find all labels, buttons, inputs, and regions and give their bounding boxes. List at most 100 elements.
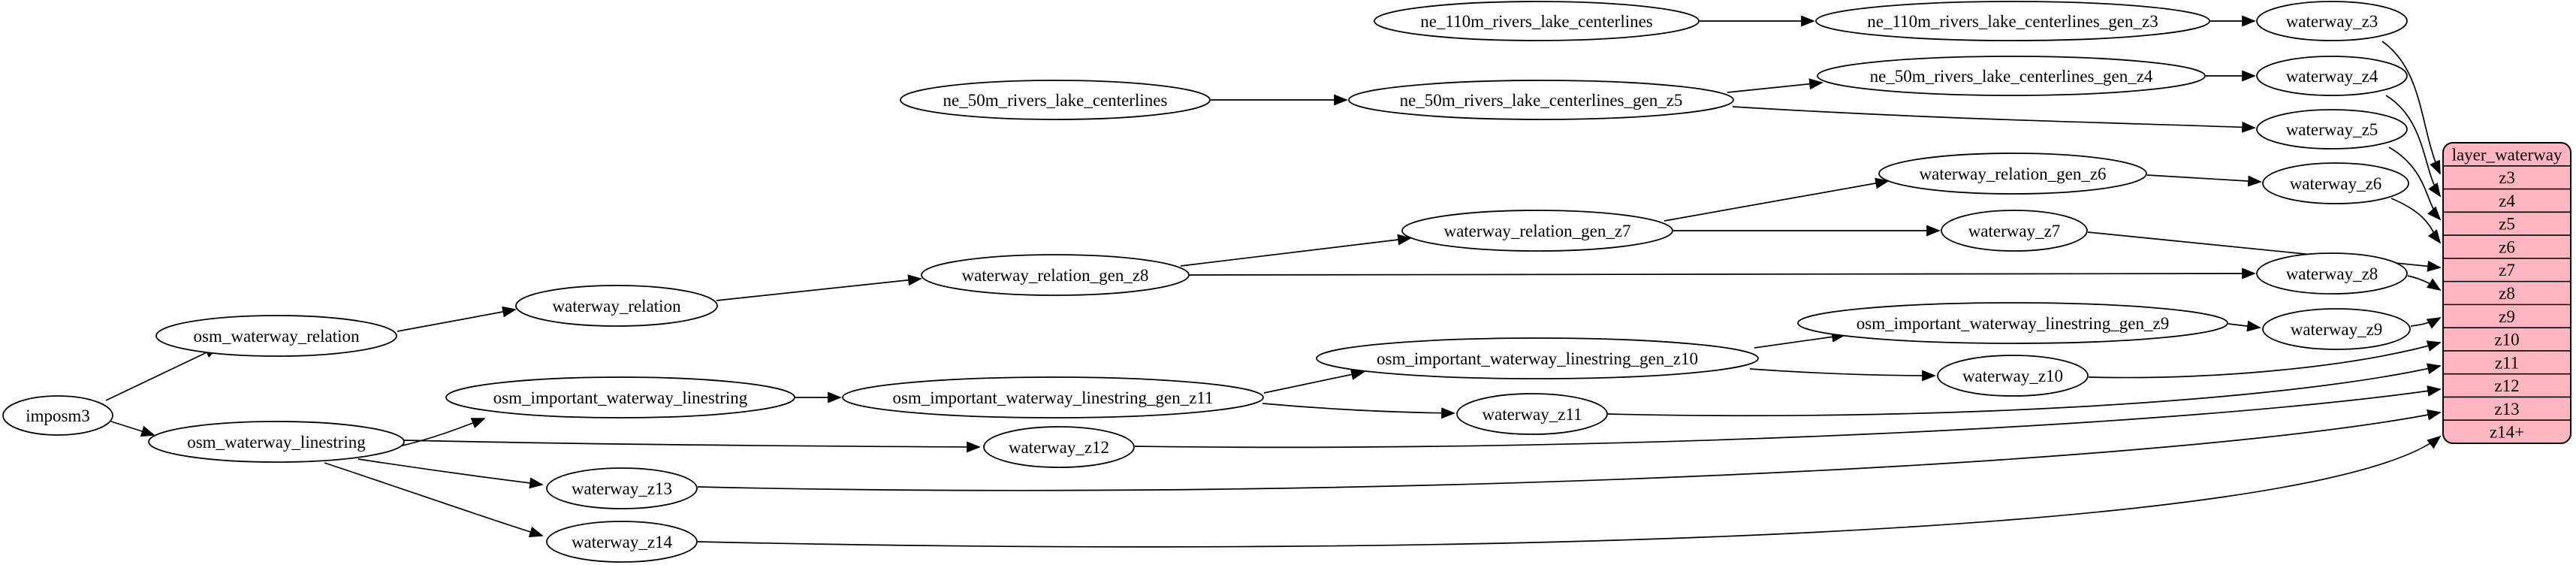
node-waterway_z12: waterway_z12	[983, 426, 1135, 468]
node-ellipse-osm_waterway_linestring	[148, 421, 405, 463]
node-label-waterway_z7: waterway_z7	[1968, 222, 2061, 240]
node-label-ne_50m_rivers_lake_centerlines_gen_z4: ne_50m_rivers_lake_centerlines_gen_z4	[1870, 67, 2153, 86]
edge-osm_important_waterway_linestring_gen_z10-to-waterway_z10	[1749, 368, 1936, 382]
edge-osm_important_waterway_linestring_gen_z11-to-osm_important_waterway_linestring_gen_z10	[1263, 369, 1365, 394]
layer-waterway-table: layer_waterwayz3z4z5z6z7z8z9z10z11z12z13…	[2442, 142, 2571, 444]
node-label-waterway_z9: waterway_z9	[2291, 320, 2383, 339]
node-ellipse-waterway_z5	[2256, 109, 2408, 150]
node-ellipse-waterway_z8	[2256, 252, 2408, 295]
node-ellipse-ne_110m_rivers_lake_centerlines_gen_z3	[1815, 1, 2210, 41]
node-waterway_z14: waterway_z14	[546, 521, 698, 563]
node-ellipse-waterway_z14	[546, 521, 698, 563]
node-ellipse-waterway_z7	[1941, 210, 2088, 252]
node-label-waterway_z13: waterway_z13	[572, 479, 672, 498]
node-ellipse-osm_important_waterway_linestring_gen_z11	[842, 376, 1264, 418]
edge-waterway_relation_gen_z8-to-waterway_relation_gen_z7	[1180, 234, 1412, 267]
node-label-waterway_z6: waterway_z6	[2290, 174, 2382, 193]
node-ellipse-waterway_z12	[983, 426, 1135, 468]
node-label-ne_110m_rivers_lake_centerlines_gen_z3: ne_110m_rivers_lake_centerlines_gen_z3	[1867, 12, 2158, 31]
table-row-z12: z12	[2494, 376, 2519, 395]
node-waterway_z13: waterway_z13	[546, 467, 698, 509]
node-label-waterway_z14: waterway_z14	[572, 533, 673, 551]
edge-osm_waterway_linestring-to-waterway_z13	[357, 458, 544, 489]
graph-edges	[105, 15, 2442, 548]
node-ellipse-waterway_z6	[2262, 162, 2409, 204]
table-row-z7: z7	[2499, 261, 2515, 279]
edge-waterway_relation_gen_z7-to-waterway_relation_gen_z6	[1664, 177, 1890, 222]
node-label-waterway_z3: waterway_z3	[2286, 12, 2378, 31]
table-row-z6: z6	[2499, 237, 2515, 256]
table-row-z4: z4	[2499, 192, 2515, 210]
node-ellipse-waterway_relation_gen_z6	[1878, 153, 2147, 195]
node-ne_110m_rivers_lake_centerlines_gen_z3: ne_110m_rivers_lake_centerlines_gen_z3	[1815, 1, 2210, 41]
node-ellipse-waterway_z4	[2256, 56, 2408, 96]
edge-waterway_z10-to-row_z10	[2088, 340, 2442, 379]
node-osm_waterway_relation: osm_waterway_relation	[155, 315, 397, 357]
edge-waterway_z8-to-row_z8	[2407, 275, 2442, 292]
node-ellipse-waterway_z9	[2262, 308, 2411, 350]
edge-ne_50m_rivers_lake_centerlines_gen_z5-to-waterway_z5	[1732, 106, 2256, 133]
node-ellipse-osm_important_waterway_linestring	[445, 376, 795, 418]
node-waterway_z9: waterway_z9	[2262, 308, 2411, 350]
node-waterway_z7: waterway_z7	[1941, 210, 2088, 252]
node-ellipse-imposm3	[2, 395, 113, 436]
node-ellipse-osm_important_waterway_linestring_gen_z10	[1316, 337, 1759, 379]
layer-waterway-table-box	[2442, 142, 2571, 444]
node-label-osm_important_waterway_linestring: osm_important_waterway_linestring	[493, 388, 748, 407]
node-ellipse-waterway_relation_gen_z8	[921, 254, 1190, 296]
node-ne_50m_rivers_lake_centerlines: ne_50m_rivers_lake_centerlines	[900, 80, 1211, 120]
table-row-z14+: z14+	[2490, 423, 2524, 442]
node-ellipse-waterway_z11	[1456, 393, 1608, 435]
node-waterway_z10: waterway_z10	[1937, 355, 2089, 397]
edge-waterway_z5-to-row_z5	[2388, 147, 2442, 221]
table-row-z11: z11	[2495, 353, 2519, 372]
node-osm_important_waterway_linestring_gen_z10: osm_important_waterway_linestring_gen_z1…	[1316, 337, 1759, 379]
node-label-osm_important_waterway_linestring_gen_z10: osm_important_waterway_linestring_gen_z1…	[1377, 349, 1698, 368]
node-label-waterway_z10: waterway_z10	[1962, 367, 2063, 385]
table-title: layer_waterway	[2452, 145, 2562, 164]
node-label-osm_waterway_linestring: osm_waterway_linestring	[187, 433, 366, 452]
edge-waterway_relation_gen_z8-to-waterway_z8	[1188, 267, 2256, 279]
node-label-imposm3: imposm3	[26, 406, 90, 425]
node-ellipse-waterway_z3	[2256, 1, 2408, 41]
edge-waterway_z9-to-row_z9	[2410, 317, 2442, 329]
node-ellipse-waterway_z10	[1937, 355, 2089, 397]
edge-waterway_z11-to-row_z11	[1607, 363, 2442, 417]
node-ellipse-osm_waterway_relation	[155, 315, 397, 357]
node-waterway_z6: waterway_z6	[2262, 162, 2409, 204]
node-ellipse-ne_50m_rivers_lake_centerlines	[900, 80, 1211, 120]
node-label-waterway_z11: waterway_z11	[1482, 405, 1582, 424]
node-waterway_z4: waterway_z4	[2256, 56, 2408, 96]
node-ellipse-osm_important_waterway_linestring_gen_z9	[1797, 302, 2228, 344]
node-label-waterway_z5: waterway_z5	[2286, 120, 2378, 139]
edge-waterway_z7-to-row_z7	[2087, 231, 2442, 272]
node-ne_110m_rivers_lake_centerlines: ne_110m_rivers_lake_centerlines	[1374, 1, 1700, 41]
node-waterway_z8: waterway_z8	[2256, 252, 2408, 295]
edge-osm_important_waterway_linestring_gen_z11-to-waterway_z11	[1262, 403, 1455, 419]
node-osm_waterway_linestring: osm_waterway_linestring	[148, 421, 405, 463]
edge-waterway_z6-to-row_z6	[2390, 198, 2442, 244]
node-imposm3: imposm3	[2, 395, 113, 436]
node-label-waterway_z8: waterway_z8	[2286, 264, 2378, 283]
edge-waterway_relation_gen_z6-to-waterway_z6	[2146, 174, 2262, 187]
node-label-waterway_relation: waterway_relation	[552, 297, 681, 316]
node-waterway_z11: waterway_z11	[1456, 393, 1608, 435]
node-ellipse-ne_50m_rivers_lake_centerlines_gen_z4	[1817, 56, 2206, 96]
node-waterway_relation_gen_z6: waterway_relation_gen_z6	[1878, 153, 2147, 195]
node-label-ne_110m_rivers_lake_centerlines: ne_110m_rivers_lake_centerlines	[1420, 12, 1653, 31]
edge-imposm3-to-osm_waterway_linestring	[110, 421, 155, 437]
node-waterway_relation_gen_z7: waterway_relation_gen_z7	[1401, 210, 1673, 252]
node-ne_50m_rivers_lake_centerlines_gen_z5: ne_50m_rivers_lake_centerlines_gen_z5	[1348, 80, 1734, 120]
node-label-waterway_relation_gen_z6: waterway_relation_gen_z6	[1919, 165, 2106, 183]
node-ne_50m_rivers_lake_centerlines_gen_z4: ne_50m_rivers_lake_centerlines_gen_z4	[1817, 56, 2206, 96]
node-label-waterway_relation_gen_z7: waterway_relation_gen_z7	[1443, 222, 1630, 240]
table-row-z8: z8	[2499, 284, 2515, 303]
node-waterway_relation_gen_z8: waterway_relation_gen_z8	[921, 254, 1190, 296]
edge-waterway_relation-to-waterway_relation_gen_z8	[716, 274, 922, 301]
edge-osm_waterway_relation-to-waterway_relation	[397, 306, 517, 332]
table-row-z3: z3	[2499, 168, 2515, 187]
node-osm_important_waterway_linestring_gen_z9: osm_important_waterway_linestring_gen_z9	[1797, 302, 2228, 344]
edge-osm_important_waterway_linestring_gen_z10-to-osm_important_waterway_linestring_gen_z9	[1754, 331, 1846, 349]
